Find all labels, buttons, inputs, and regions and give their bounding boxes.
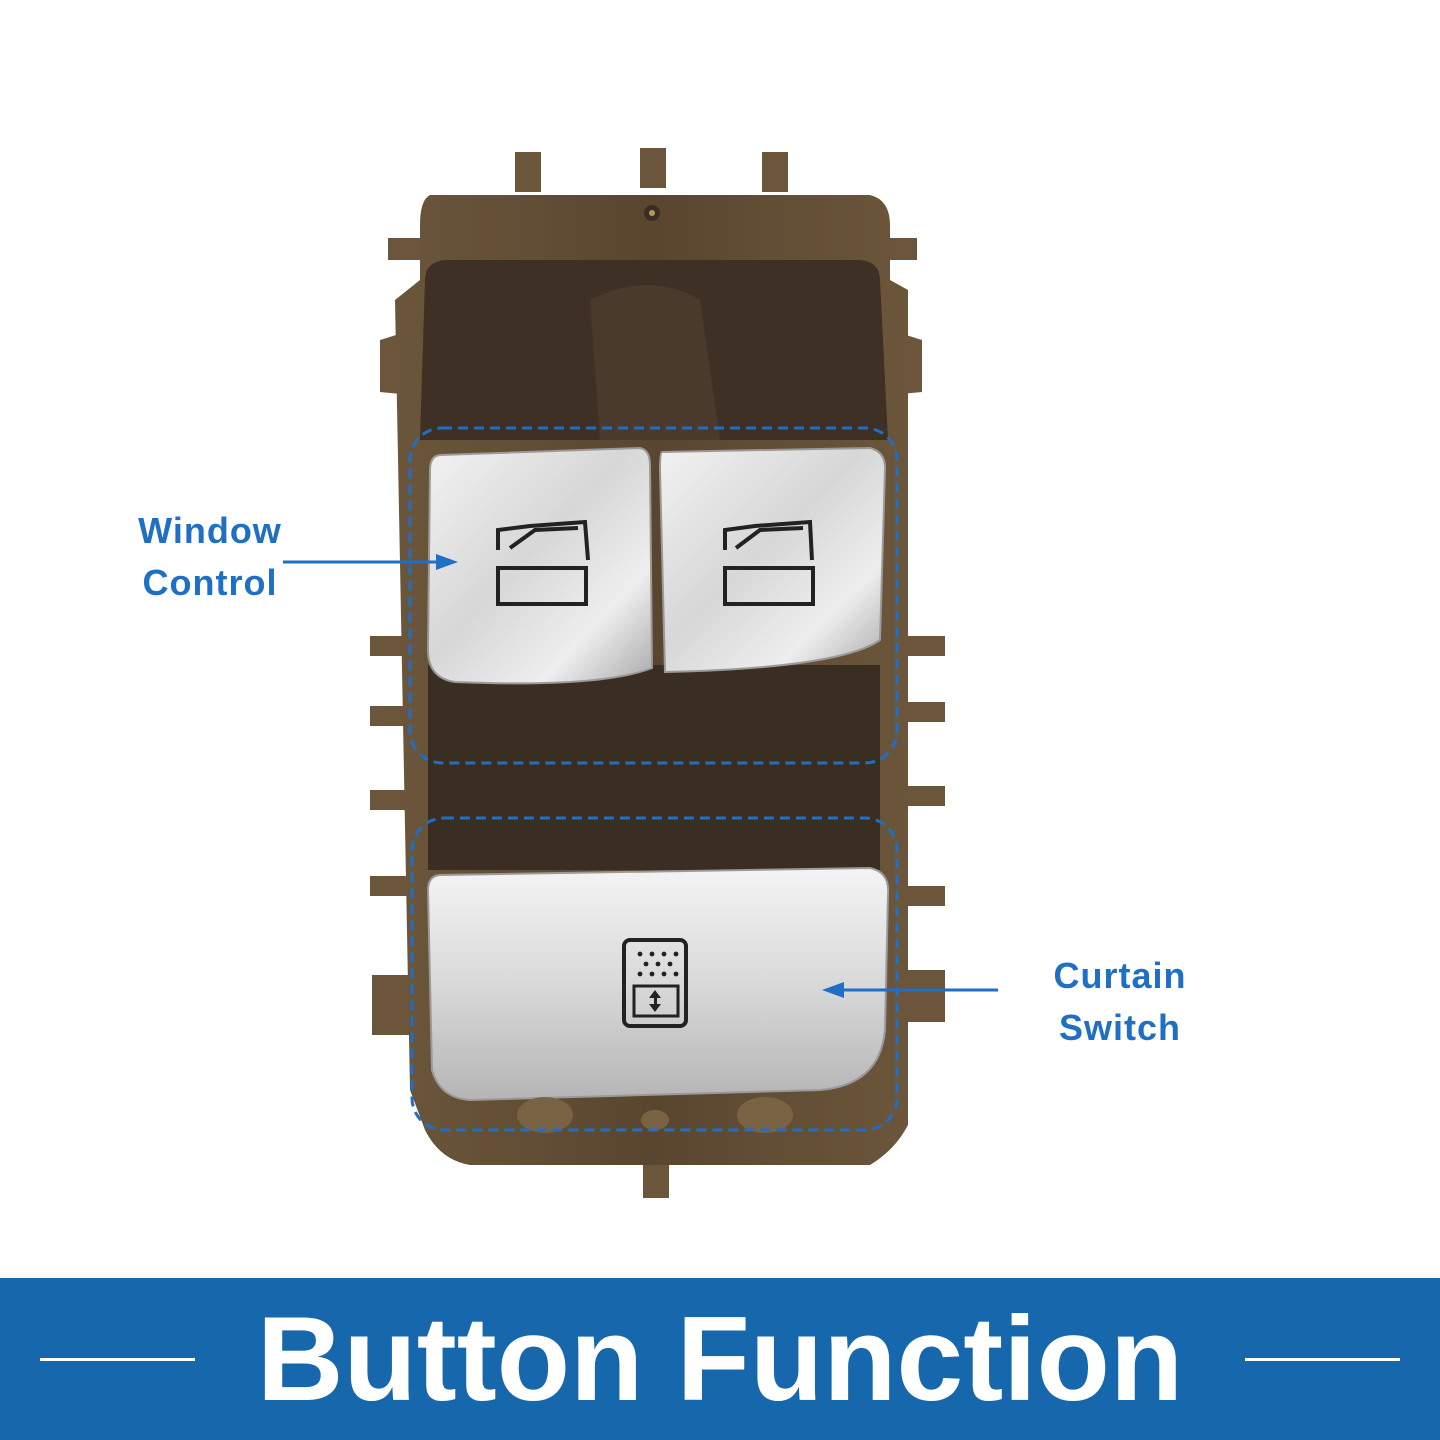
curtain-switch-label-line1: Curtain <box>1053 955 1187 996</box>
window-control-icon <box>723 519 815 606</box>
curtain-switch-label-line2: Switch <box>1058 1007 1181 1048</box>
housing-middle-recess <box>428 665 880 870</box>
curtain-switch-arrow <box>822 982 998 998</box>
housing-bottom-bumps <box>517 1097 793 1133</box>
window-control-button-left[interactable] <box>426 446 654 685</box>
curtain-switch-highlight <box>410 816 899 1132</box>
banner-title: Button Function <box>256 1292 1184 1426</box>
curtain-control-icon <box>622 938 688 1028</box>
banner-rule-right <box>1245 1358 1400 1361</box>
housing-ridge <box>590 285 720 440</box>
window-control-button-right[interactable] <box>658 446 887 674</box>
window-control-label-line2: Control <box>142 562 278 603</box>
window-control-icon <box>496 519 590 606</box>
window-control-label: Window Control <box>110 505 310 609</box>
window-control-highlight <box>408 426 899 765</box>
banner-rule-left <box>40 1358 195 1361</box>
window-control-arrow <box>283 554 458 570</box>
window-control-label-line1: Window <box>138 510 282 551</box>
curtain-switch-label: Curtain Switch <box>1020 950 1220 1054</box>
screw-pin <box>649 210 655 216</box>
title-banner: Button Function <box>0 1278 1440 1440</box>
curtain-switch-button[interactable] <box>426 866 890 1102</box>
